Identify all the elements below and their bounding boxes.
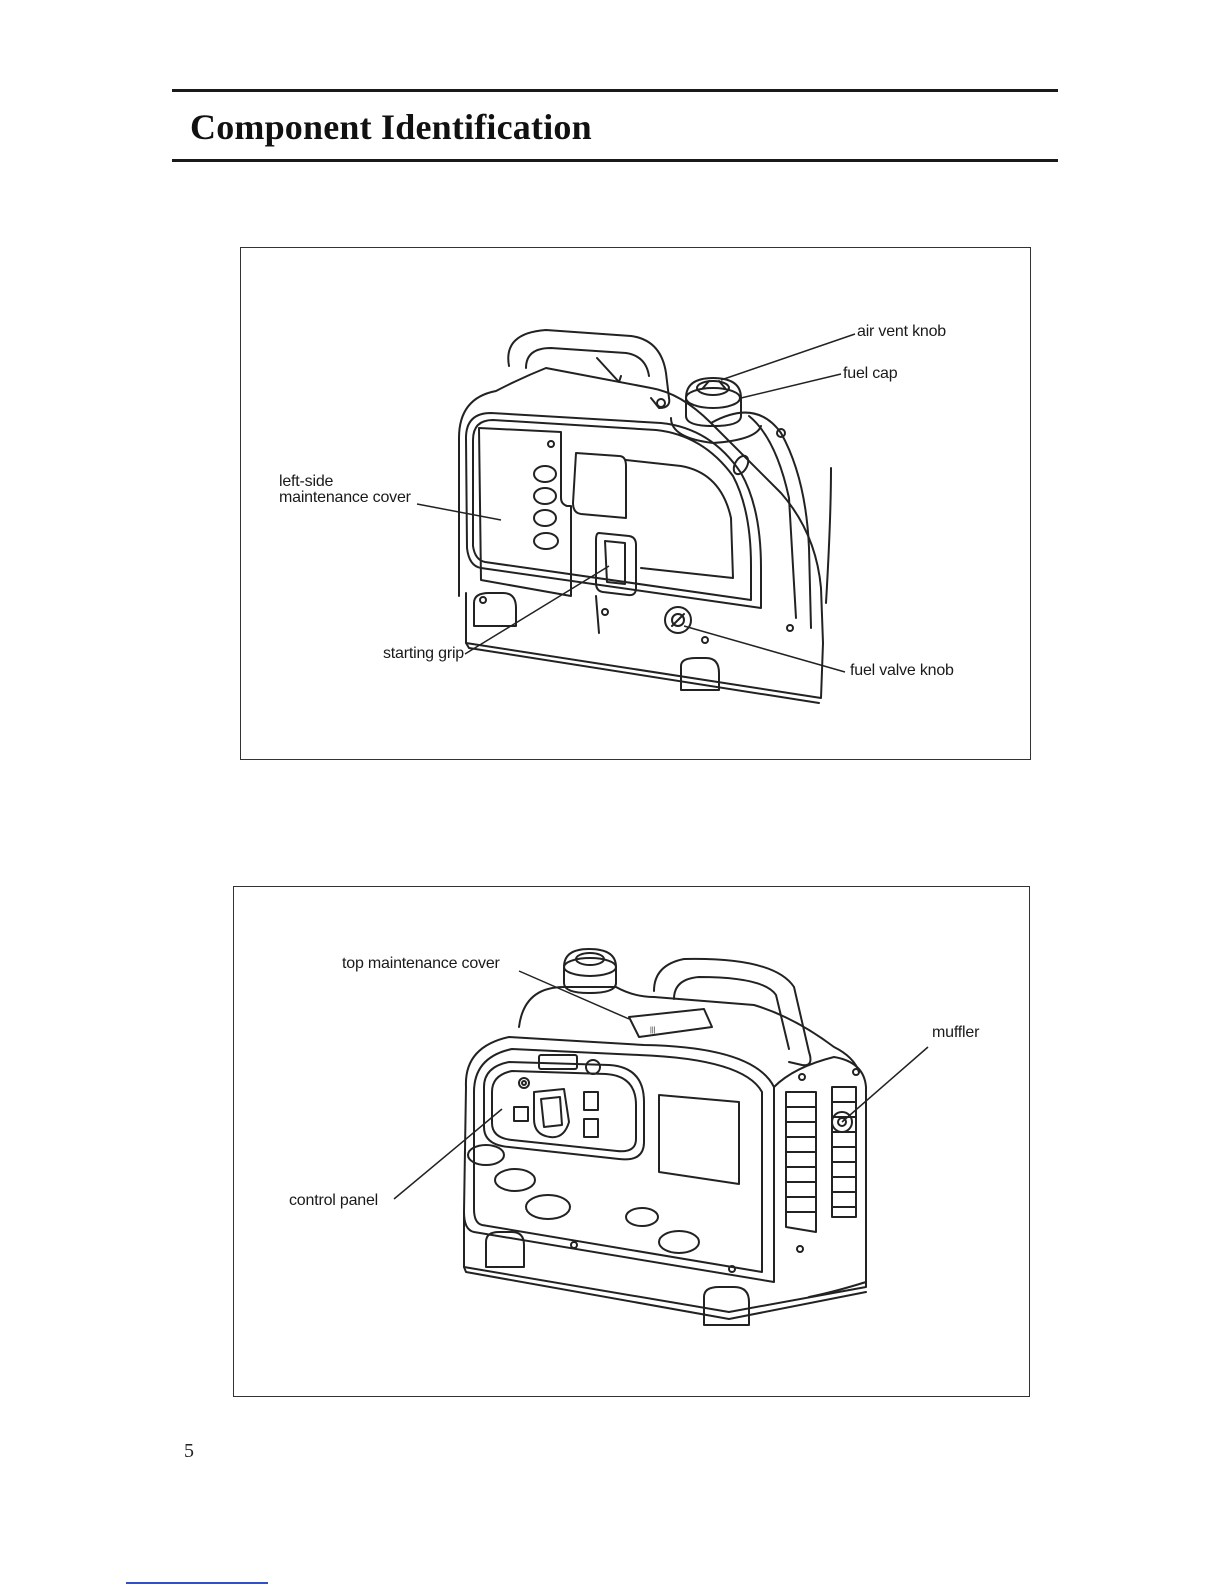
starting-grip-label: starting grip <box>383 645 464 663</box>
figure-left-side-view: air vent knob fuel cap left-side mainten… <box>240 247 1031 760</box>
starting-grip-leader <box>465 566 609 654</box>
muffler-leader <box>842 1047 928 1122</box>
fuel-valve-knob-leader <box>684 626 845 672</box>
fuel-cap-label: fuel cap <box>843 365 897 383</box>
air-vent-knob-label: air vent knob <box>857 323 946 341</box>
fuel-cap-leader <box>741 374 841 398</box>
top-maintenance-cover-label: top maintenance cover <box>342 955 500 973</box>
air-vent-knob-leader <box>721 334 855 380</box>
left-side-maintenance-cover-label-line2: maintenance cover <box>279 489 411 507</box>
page-number: 5 <box>184 1440 194 1463</box>
muffler-label: muffler <box>932 1024 979 1042</box>
figure-right-side-view: ||| <box>233 886 1030 1397</box>
svg-text:|||: ||| <box>650 1027 656 1034</box>
header-top-rule <box>172 89 1058 92</box>
page-title: Component Identification <box>190 104 592 150</box>
fuel-valve-knob-label: fuel valve knob <box>850 662 954 680</box>
control-panel-leader <box>394 1109 502 1199</box>
header-bottom-rule <box>172 159 1058 162</box>
footer-link-underline[interactable] <box>126 1582 268 1584</box>
control-panel-label: control panel <box>289 1192 378 1210</box>
